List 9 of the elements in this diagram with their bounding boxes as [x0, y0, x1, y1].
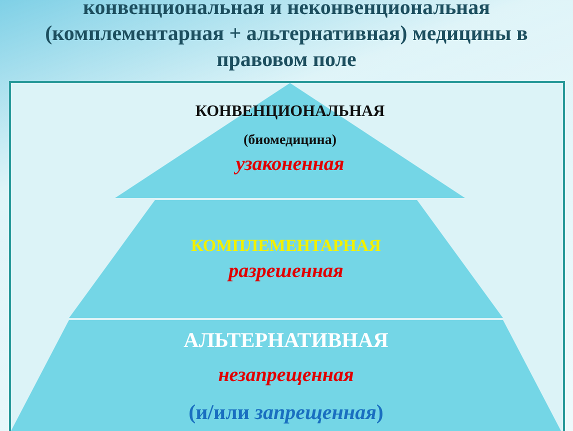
tier-note: (биомедицина) — [243, 133, 337, 148]
tier-status: разрешенная — [228, 260, 344, 282]
tier-status: незапрещенная — [218, 364, 354, 386]
title: конвенциональная и неконвенциональная (комплементарная + альтернативная) медицины в правовом поле — [44, 0, 529, 72]
tier-heading: КОМПЛЕМЕНТАРНАЯ — [191, 236, 381, 255]
tier-heading: КОНВЕНЦИОНАЛЬНАЯ — [195, 103, 385, 120]
tier-note: (и/или запрещенная) — [188, 400, 384, 424]
tier-status: узаконенная — [236, 153, 344, 175]
tier-heading: АЛЬТЕРНАТИВНАЯ — [184, 328, 388, 352]
